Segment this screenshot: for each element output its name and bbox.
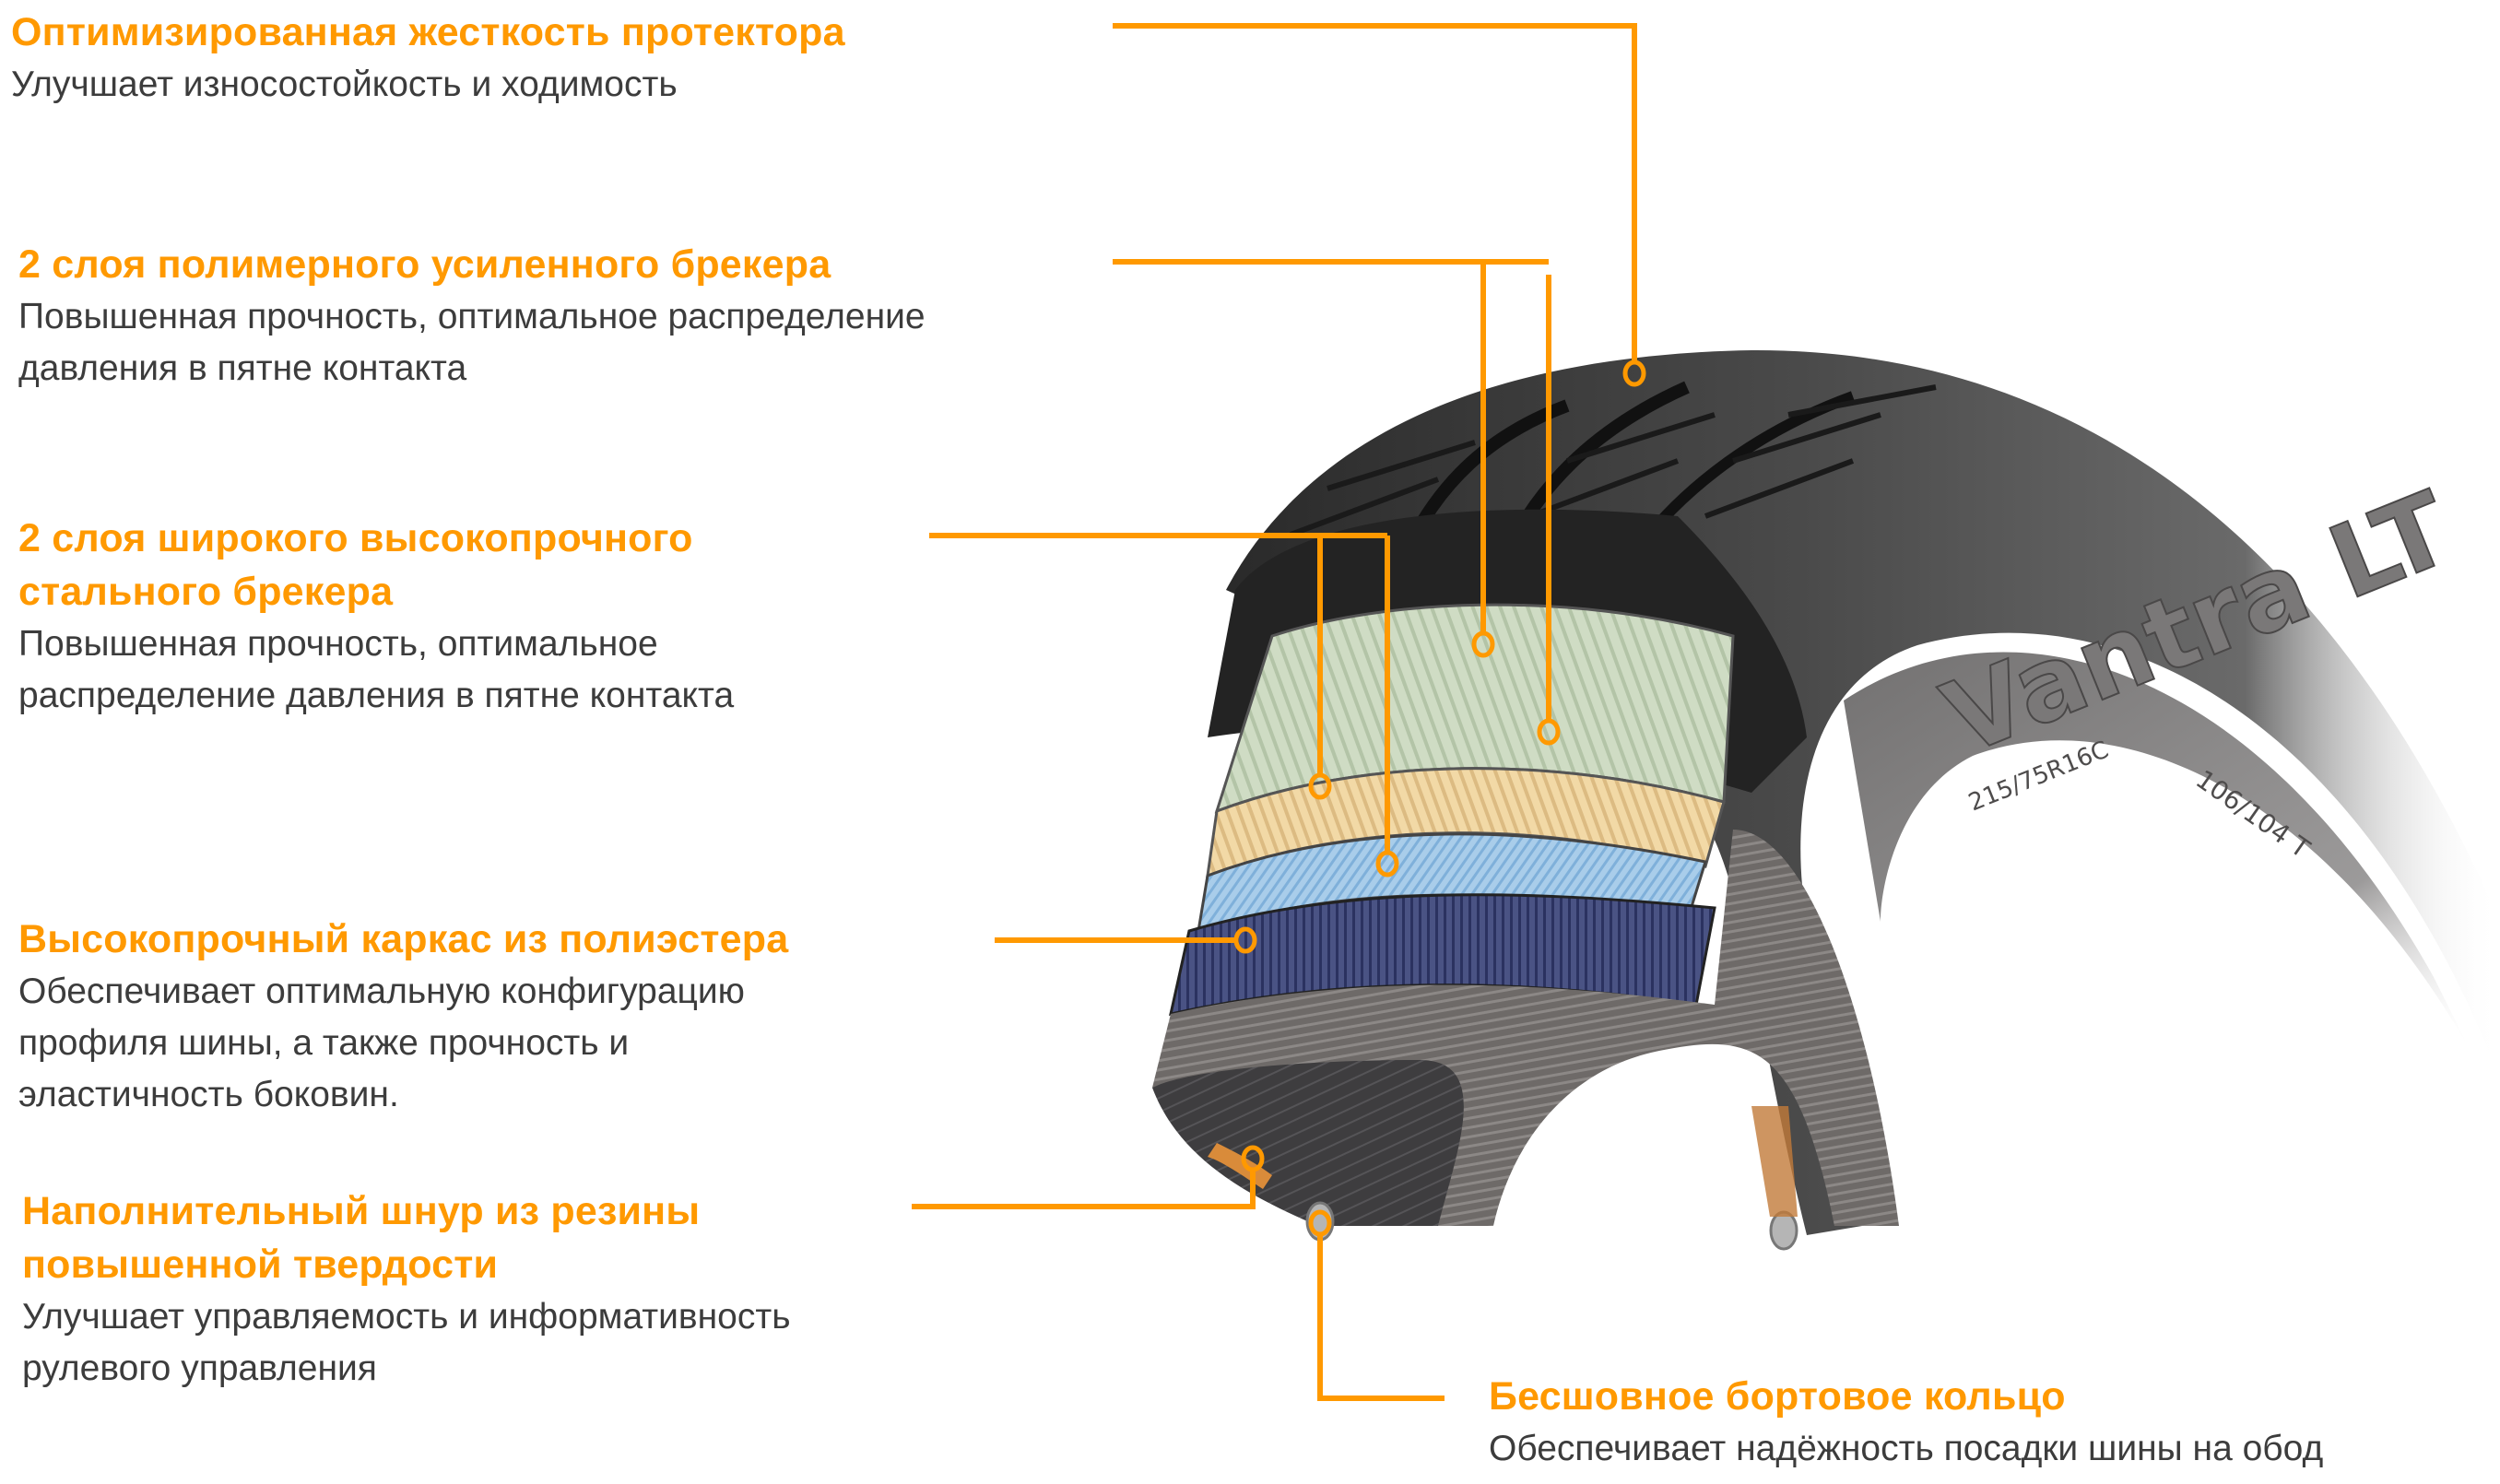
callout-steel-breaker: 2 слоя широкого высокопрочного стального… xyxy=(18,512,734,722)
callout-polymer-breaker: 2 слоя полимерного усиленного брекера По… xyxy=(18,238,926,395)
callout-bead-ring: Бесшовное бортовое кольцо Обеспечивает н… xyxy=(1489,1370,2323,1475)
dot-polymer-breaker-2 xyxy=(1537,718,1561,746)
callout-title: Бесшовное бортовое кольцо xyxy=(1489,1374,2066,1419)
dot-polymer-breaker-1 xyxy=(1471,630,1495,658)
leader-dots xyxy=(1233,359,1646,1237)
callout-title: 2 слоя полимерного усиленного брекера xyxy=(18,242,831,287)
dot-apex xyxy=(1241,1145,1265,1172)
callout-description: Обеспечивает надёжность посадки шины на … xyxy=(1489,1429,2324,1468)
callout-description: Обеспечивает оптимальную конфигурацию пр… xyxy=(18,972,745,1114)
callout-polyester-carcass: Высокопрочный каркас из полиэстера Обесп… xyxy=(18,913,788,1121)
leader-line-apex xyxy=(912,1171,1256,1209)
dot-steel-breaker-1 xyxy=(1308,772,1332,800)
dot-tread xyxy=(1622,359,1646,387)
dot-bead xyxy=(1308,1209,1332,1237)
inner-liner xyxy=(1152,1060,1464,1226)
leader-line-bead xyxy=(1317,1233,1445,1401)
leader-lines xyxy=(912,23,1637,1401)
dot-carcass xyxy=(1233,926,1257,954)
apex-filler-section xyxy=(1208,1143,1272,1189)
right-bead-wire xyxy=(1769,1210,1798,1251)
leader-line-tread xyxy=(1113,23,1637,364)
callout-description: Повышенная прочность, оптимальное распре… xyxy=(18,297,926,388)
callout-description: Улучшает износостойкость и ходимость xyxy=(11,65,678,104)
callout-title: Наполнительный шнур из резины повышенной… xyxy=(22,1189,701,1287)
callout-title: 2 слоя широкого высокопрочного стального… xyxy=(18,516,693,614)
callout-title: Оптимизированная жесткость протектора xyxy=(11,10,845,54)
dot-steel-breaker-2 xyxy=(1375,850,1399,877)
callout-tread: Оптимизированная жесткость протектора Ул… xyxy=(11,6,845,111)
callout-apex-filler: Наполнительный шнур из резины повышенной… xyxy=(22,1184,791,1395)
callout-description: Улучшает управляемость и информативность… xyxy=(22,1297,791,1388)
callout-title: Высокопрочный каркас из полиэстера xyxy=(18,917,789,961)
callout-description: Повышенная прочность, оптимальное распре… xyxy=(18,624,735,715)
